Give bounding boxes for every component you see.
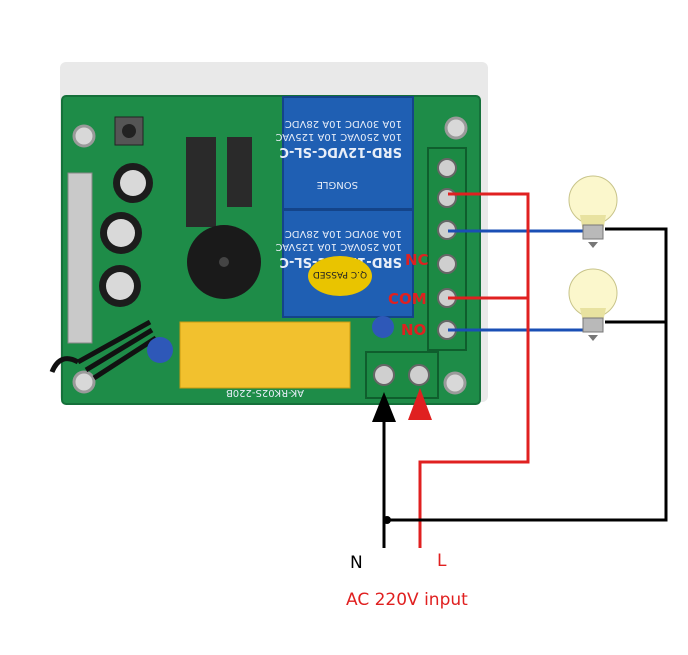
ic-chip-2: [227, 137, 252, 207]
relay-brand: SONGLE: [317, 179, 358, 190]
relay-rating-text-2a: 10A 250VAC 10A 125VAC: [275, 241, 402, 252]
input-terminal-screws: [373, 364, 430, 386]
live-arrow: [408, 388, 432, 420]
com-label: COM: [388, 290, 427, 308]
relay-rating-text-1a: 10A 250VAC 10A 125VAC: [275, 131, 402, 142]
relay-model-text-1: SRD-12VDC-SL-C: [279, 144, 402, 159]
output-terminal-screws: [437, 158, 457, 340]
varistor: [147, 337, 173, 363]
qc-sticker-text: Q.C PASSED: [313, 269, 367, 279]
live-label: L: [437, 551, 447, 571]
mounting-holes: [72, 116, 468, 395]
x2-capacitor: [179, 321, 351, 389]
antenna-coil: [49, 319, 158, 381]
qc-sticker: [308, 256, 372, 296]
capacitors: [99, 163, 153, 307]
nc-label: NC: [405, 251, 429, 269]
output-terminal-block: [427, 147, 467, 351]
relay-rating-text-2b: 10A 30VDC 10A 28VDC: [285, 228, 402, 239]
bulb-2: [568, 268, 618, 341]
board-model-label: AK-RK02S-220B: [226, 387, 304, 398]
neutral-wires: [382, 227, 668, 548]
neutral-arrow: [372, 392, 396, 422]
bulb-1: [568, 175, 618, 248]
ac-input-caption: AC 220V input: [346, 590, 468, 610]
load-wires: [448, 229, 588, 332]
push-button-cap: [122, 124, 136, 138]
no-label: NO: [401, 321, 427, 339]
ic-chip: [186, 137, 216, 227]
rf-module: [67, 172, 93, 344]
neutral-junction: [383, 516, 391, 524]
relay-rating-text-1b: 10A 30VDC 10A 28VDC: [285, 118, 402, 129]
varistor-2: [372, 316, 394, 338]
live-wires: [418, 192, 530, 548]
relay-2: [282, 209, 414, 318]
neutral-label: N: [350, 553, 363, 573]
relay-text-1: SRD-12VDC-SL-C 10A 250VAC 10A 125VAC 10A…: [275, 118, 402, 159]
